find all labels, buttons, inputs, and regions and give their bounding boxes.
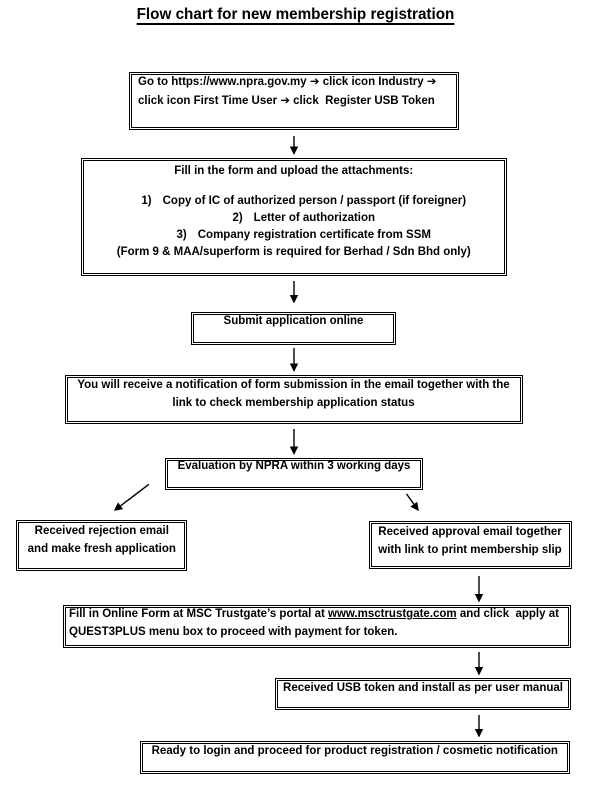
trustgate-portal-link[interactable]: www.msctrustgate.com [328, 608, 457, 620]
arrow-down-6 [475, 652, 484, 676]
flow-box-evaluation-text: Evaluation by NPRA within 3 working days [177, 460, 411, 472]
fill-form-item-2: 2) Letter of authorization [96, 210, 512, 227]
flow-box-go-to-portal-text: Go to https://www.npra.gov.my ➔ click ic… [138, 75, 437, 107]
fill-form-heading: Fill in the form and upload the attachme… [174, 164, 414, 177]
fill-form-item-1-number: 1) [141, 194, 152, 207]
flow-box-evaluation: Evaluation by NPRA within 3 working days [167, 459, 421, 488]
flow-box-usb-token-text: Received USB token and install as per us… [283, 681, 563, 694]
flow-box-submit-text: Submit application online [223, 315, 364, 327]
arrow-down-3 [289, 348, 298, 372]
arrow-diagonal-right [405, 493, 419, 512]
fill-form-item-3-text: Company registration certificate from SS… [197, 228, 431, 241]
flow-box-trustgate-text: Fill in Online Form at MSC Trustgate’s p… [69, 605, 565, 641]
arrow-diagonal-left [113, 483, 150, 511]
fill-form-item-1-text: Copy of IC of authorized person / passpo… [162, 194, 467, 207]
fill-form-item-2-number: 2) [232, 211, 243, 224]
flow-box-approval: Received approval email together with li… [370, 522, 570, 567]
fill-form-note: (Form 9 & MAA/superform is required for … [116, 245, 471, 258]
fill-form-item-3: 3) Company registration certificate from … [96, 227, 512, 244]
fill-form-item-2-text: Letter of authorization [253, 211, 376, 224]
fill-form-spacer [86, 180, 502, 193]
flow-box-ready-text: Ready to login and proceed for product r… [151, 745, 558, 757]
trustgate-text-after-link: and click apply at QUEST3PLUS menu box t… [69, 608, 559, 638]
flow-box-go-to-portal: Go to https://www.npra.gov.my ➔ click ic… [131, 74, 457, 128]
flow-box-usb-token: Received USB token and install as per us… [277, 679, 569, 708]
flow-box-submit: Submit application online [193, 314, 394, 343]
flow-box-notification: You will receive a notification of form … [66, 376, 521, 422]
flow-box-approval-text: Received approval email together with li… [378, 525, 562, 556]
fill-form-item-3-number: 3) [176, 228, 187, 241]
arrow-down-7 [475, 714, 484, 737]
flow-box-ready: Ready to login and proceed for product r… [141, 743, 568, 772]
trustgate-text-before-link: Fill in Online Form at MSC Trustgate’s p… [69, 608, 328, 620]
arrow-down-1 [289, 135, 298, 155]
flow-box-notification-text: You will receive a notification of form … [77, 378, 510, 409]
page-title: Flow chart for new membership registrati… [136, 6, 455, 23]
flow-box-rejection: Received rejection email and make fresh … [18, 522, 186, 569]
arrow-down-5 [475, 575, 484, 602]
arrow-down-4 [289, 429, 298, 455]
fill-form-item-1: 1) Copy of IC of authorized person / pass… [96, 193, 512, 210]
flow-box-fill-form: Fill in the form and upload the attachme… [83, 160, 505, 274]
flow-box-rejection-text: Received rejection email and make fresh … [27, 524, 176, 555]
flow-box-trustgate: Fill in Online Form at MSC Trustgate’s p… [64, 605, 569, 646]
arrow-down-2 [289, 281, 298, 304]
